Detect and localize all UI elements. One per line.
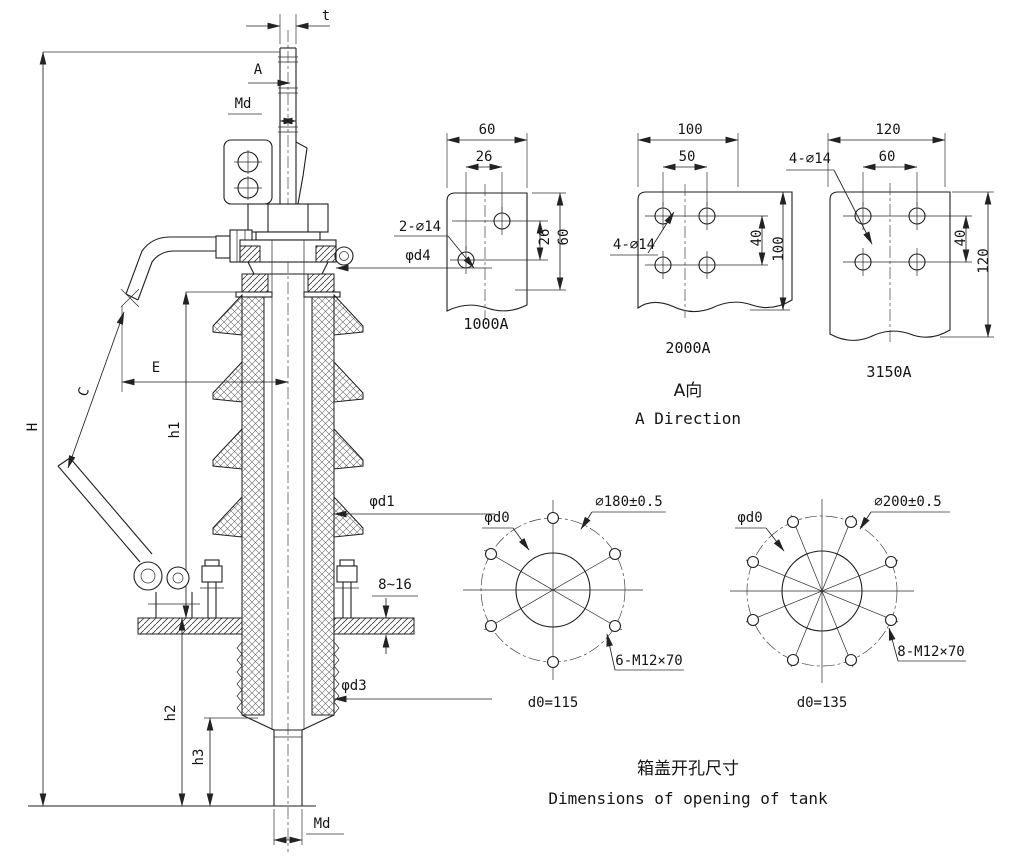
plate3-dim-spacing: 60	[879, 149, 896, 165]
terminal-pad	[223, 139, 273, 205]
plate1-dim-width: 60	[479, 122, 496, 138]
section-direction-a: A	[248, 62, 291, 87]
dim-md-bottom: Md	[273, 816, 344, 844]
circle1-bolt-spec: 6-M12×70	[615, 653, 682, 669]
dim-label-h3: h3	[191, 749, 207, 766]
dim-phi-d3: φd3	[333, 678, 492, 703]
circle2-bolt-spec: 8-M12×70	[897, 644, 964, 660]
bottom-stud	[28, 714, 335, 845]
circle2-d0-value: d0=135	[797, 695, 848, 711]
plate2-dim-spacing: 50	[679, 149, 696, 165]
direction-view-label: A向 A Direction	[635, 381, 741, 428]
tank-title-en: Dimensions of opening of tank	[548, 789, 828, 808]
tank-cover-plate	[137, 617, 415, 635]
dim-md-top: Md	[228, 96, 297, 125]
plate3-holes-label: 4-∅14	[789, 151, 831, 167]
plate2-dim-width: 100	[677, 122, 702, 138]
dim-label-8-16: 8~16	[378, 577, 412, 593]
insulator-body	[212, 240, 364, 730]
head-flange	[235, 239, 354, 298]
dim-h3: h3	[191, 717, 258, 807]
dim-label-t: t	[322, 8, 330, 24]
circle1-hole-label: φd0	[484, 510, 509, 526]
plate-detail-1000a: 60 26 26 60 2-∅14 1000A	[394, 122, 572, 333]
dim-label-h1: h1	[167, 422, 183, 439]
bolts-6	[484, 511, 622, 669]
dim-c: C	[67, 311, 125, 469]
plate1-name: 1000A	[463, 315, 508, 333]
hex-nut	[247, 203, 329, 241]
lifting-ring	[334, 246, 354, 266]
plate2-dim-vheight: 100	[771, 236, 787, 261]
dim-label-phi-d3: φd3	[341, 678, 366, 694]
dim-label-md-bottom: Md	[314, 816, 331, 832]
dim-phi-d4: φd4	[335, 248, 492, 272]
main-view: t A Md	[25, 8, 495, 852]
plate2-holes-label: 4-∅14	[613, 237, 655, 253]
dim-label-h: H	[25, 423, 41, 431]
circle1-dia-label: ∅180±0.5	[595, 494, 662, 510]
circle1-d0-value: d0=115	[528, 695, 579, 711]
bolts-8	[746, 515, 898, 667]
plate-detail-3150a: 120 60 40 120 4-∅14 3150A	[786, 122, 994, 381]
plate3-dim-width: 120	[875, 122, 900, 138]
bolt-circle-200: φd0 ∅200±0.5 8-M12×70 d0=135	[730, 494, 966, 711]
dim-label-c: C	[75, 385, 93, 398]
direction-title-cn: A向	[674, 381, 703, 401]
dim-label-phi-d4: φd4	[405, 248, 430, 264]
dim-label-h2: h2	[163, 705, 179, 722]
plate3-name: 3150A	[866, 363, 911, 381]
tank-title-cn: 箱盖开孔尺寸	[637, 759, 739, 779]
plate1-holes-label: 2-∅14	[399, 219, 441, 235]
dim-label-e: E	[152, 360, 160, 376]
plate1-dim-vspacing: 26	[537, 229, 553, 246]
circle2-hole-label: φd0	[737, 510, 762, 526]
dim-t: t	[246, 8, 330, 44]
plate3-dim-vheight: 120	[976, 248, 992, 273]
dim-h: H	[25, 51, 280, 807]
plate1-dim-vheight: 60	[556, 229, 572, 246]
plate3-dim-vspacing: 40	[953, 230, 969, 247]
bolt-circle-180: φd0 ∅180±0.5 6-M12×70 d0=115	[463, 494, 684, 711]
tank-opening-title: 箱盖开孔尺寸 Dimensions of opening of tank	[548, 759, 828, 808]
dim-label-md-top: Md	[235, 96, 252, 112]
elbow-tube	[120, 229, 253, 308]
dim-label-phi-d1: φd1	[369, 494, 394, 510]
dim-h2: h2	[150, 617, 205, 807]
top-conductor-rod	[278, 47, 308, 205]
ground-arm-clamp	[57, 457, 200, 618]
plate2-dim-vspacing: 40	[749, 230, 765, 247]
plate1-dim-spacing: 26	[476, 149, 493, 165]
dim-phi-d1: φd1	[333, 494, 495, 518]
circle2-dia-label: ∅200±0.5	[874, 494, 941, 510]
plate-detail-2000a: 100 50 40 100 4-∅14 2000A	[610, 122, 793, 357]
dim-plate-thickness: 8~16	[372, 577, 418, 654]
dim-label-a: A	[254, 62, 263, 78]
flange-bolt-right	[335, 559, 359, 618]
flange-bolt-left	[200, 559, 224, 618]
dim-h1: h1	[167, 291, 246, 619]
plate2-name: 2000A	[665, 339, 710, 357]
direction-title-en: A Direction	[635, 409, 741, 428]
